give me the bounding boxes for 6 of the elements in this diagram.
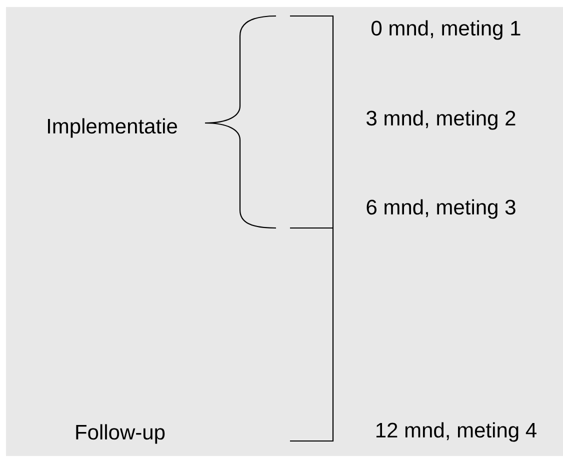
timepoint-label: 6 mnd, meting 3 (366, 199, 516, 219)
phase-label: Implementatie (48, 118, 177, 138)
timepoint-label: 0 mnd, meting 1 (372, 20, 520, 40)
timepoint-label: 3 mnd, meting 2 (366, 110, 516, 130)
phase-label: Follow-up (76, 424, 165, 444)
timepoint-label: 12 mnd, meting 4 (376, 422, 536, 442)
